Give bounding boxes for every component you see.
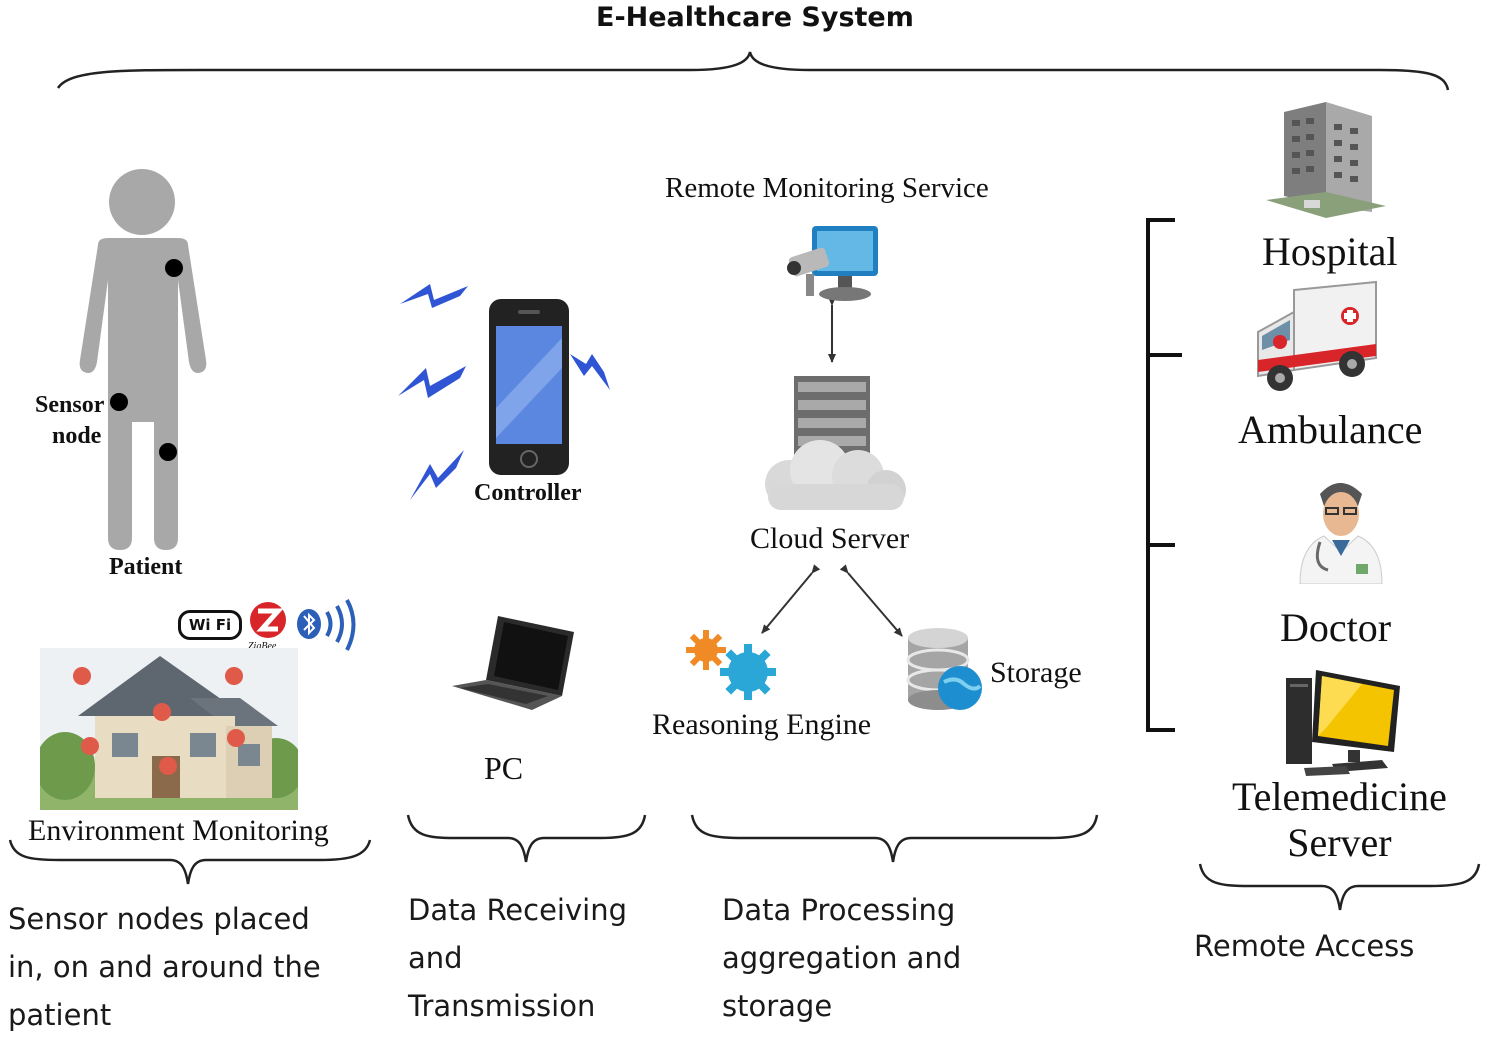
controller-label: Controller [474, 480, 582, 506]
brace-sensing [8, 839, 372, 885]
doctor-label: Doctor [1280, 605, 1392, 650]
telemedicine-server-computer-icon [1286, 670, 1400, 776]
lightning-icon [398, 366, 466, 398]
sensor-node-label: Sensor node [35, 390, 104, 452]
remote-monitoring-label: Remote Monitoring Service [665, 172, 989, 204]
caption-sensor-line2: in, on and around the [8, 950, 321, 984]
laptop-pc-icon [452, 616, 574, 710]
reasoning-engine-label: Reasoning Engine [652, 708, 872, 741]
brace-processing [690, 814, 1099, 863]
remote-bracket [1146, 218, 1182, 732]
caption-data-processing: Data Processing aggregation and storage [722, 886, 961, 1030]
caption-processing-line2: aggregation and [722, 941, 962, 975]
environment-monitoring-label: Environment Monitoring [28, 814, 329, 847]
smartphone-controller-icon [489, 299, 569, 475]
top-brace [56, 51, 1450, 91]
monitoring-camera-computer-icon [787, 226, 878, 301]
caption-remote-access: Remote Access [1194, 929, 1415, 963]
caption-receiving-line2: and [408, 941, 463, 975]
cloud-server-icon [765, 376, 906, 510]
telemedicine-label-line2: Server [1287, 820, 1392, 865]
zigbee-label: ZigBee [248, 641, 277, 652]
arrow-cloud-reasoning [761, 564, 821, 634]
pc-label: PC [484, 750, 524, 786]
caption-sensor-line3: patient [8, 998, 112, 1032]
arrow-cloud-storage [839, 564, 903, 637]
caption-processing-line3: storage [722, 989, 833, 1023]
hospital-building-icon [1266, 102, 1386, 218]
hospital-label: Hospital [1262, 229, 1398, 274]
doctor-icon [1299, 483, 1383, 584]
brace-receiving [406, 814, 647, 863]
ambulance-icon [1257, 280, 1377, 391]
diagram-title: E-Healthcare System [596, 2, 914, 33]
patient-figure-icon [79, 169, 207, 550]
caption-data-receiving: Data Receiving and Transmission [408, 886, 627, 1030]
caption-receiving-line1: Data Receiving [408, 893, 628, 927]
brace-remote [1198, 863, 1481, 911]
telemedicine-server-label: Telemedicine Server [1232, 774, 1447, 866]
lightning-icon [570, 354, 610, 390]
caption-sensor-line1: Sensor nodes placed [8, 902, 310, 936]
storage-label: Storage [990, 656, 1082, 689]
sensor-label-line1: Sensor [35, 392, 105, 418]
reasoning-engine-gears-icon [686, 630, 776, 700]
wifi-badge: Wi Fi [178, 610, 242, 640]
zigbee-icon [250, 602, 286, 638]
ambulance-label: Ambulance [1238, 407, 1423, 452]
patient-label: Patient [109, 554, 183, 580]
cloud-server-label: Cloud Server [750, 522, 910, 555]
caption-processing-line1: Data Processing [722, 893, 956, 927]
bluetooth-signal-icon [297, 599, 356, 651]
database-storage-icon [906, 628, 982, 710]
smart-home-icon [40, 648, 298, 810]
telemedicine-label-line1: Telemedicine [1232, 774, 1447, 819]
wifi-badge-text: Wi Fi [188, 616, 232, 634]
caption-receiving-line3: Transmission [408, 989, 596, 1023]
caption-sensor-nodes: Sensor nodes placed in, on and around th… [8, 895, 321, 1039]
sensor-label-line2: node [51, 423, 102, 449]
lightning-icon [400, 284, 468, 308]
lightning-icon [410, 450, 464, 500]
